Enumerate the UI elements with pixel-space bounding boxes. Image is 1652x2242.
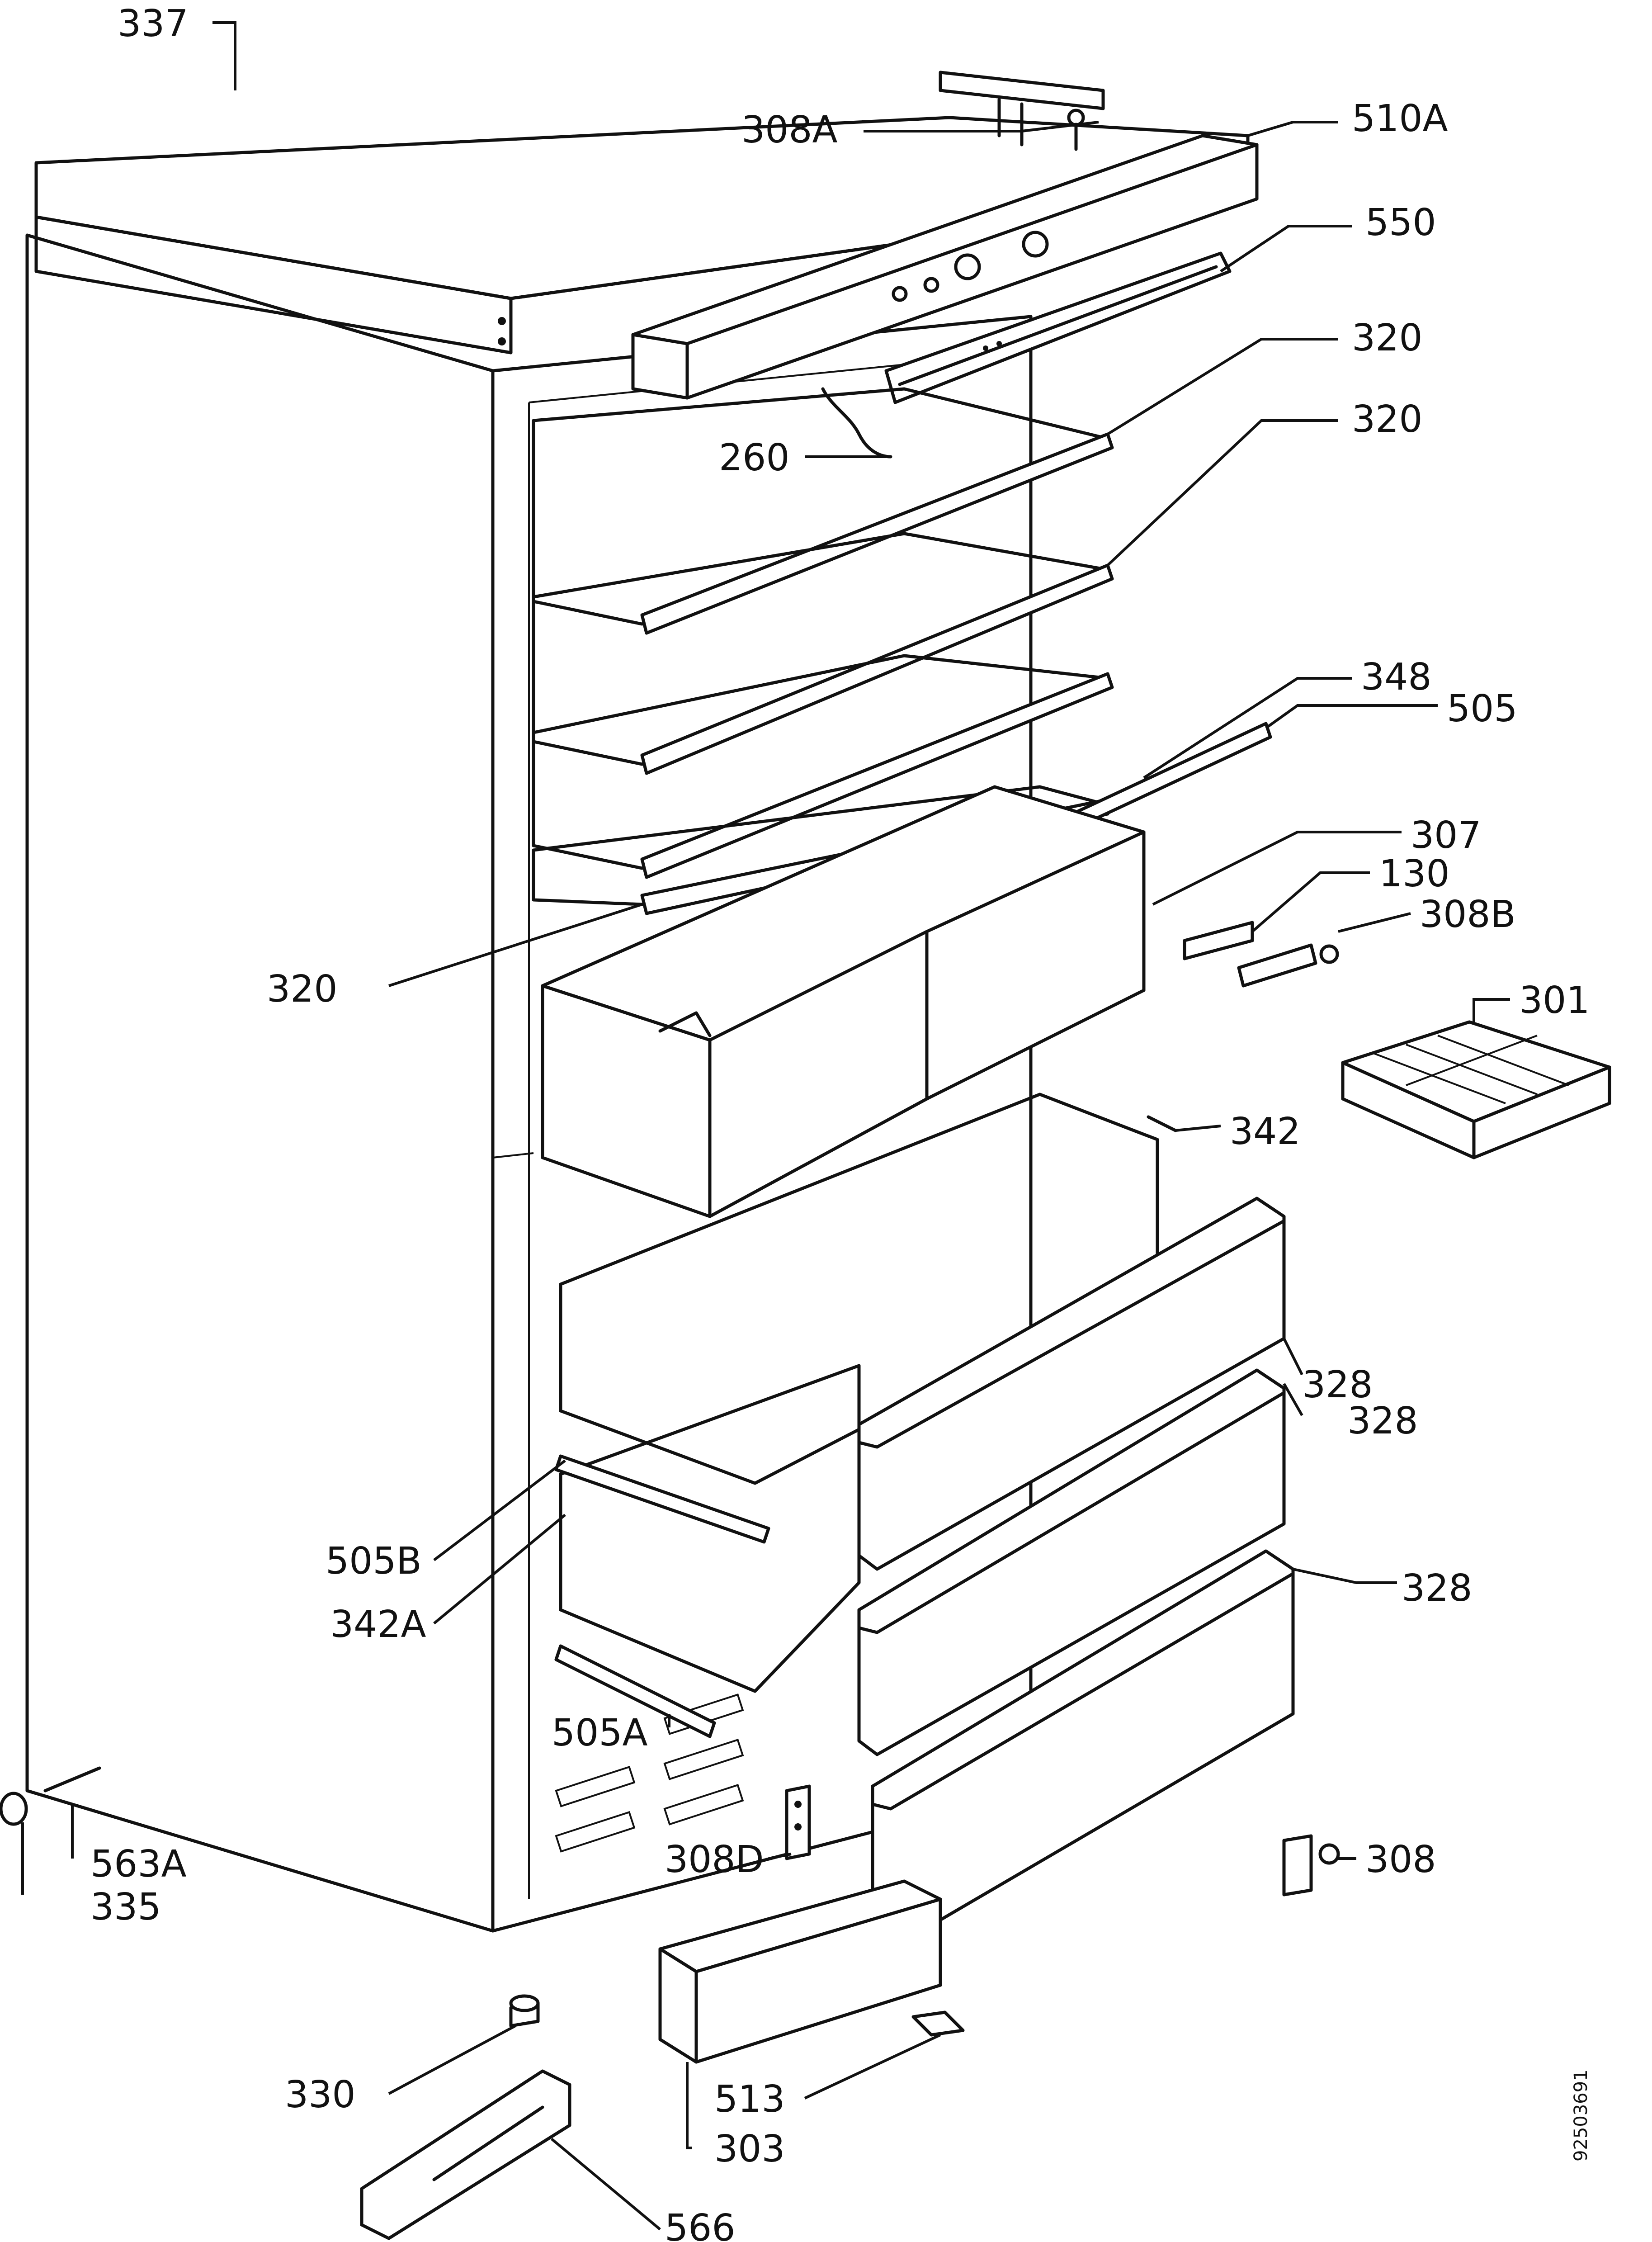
label-566: 566 bbox=[665, 2207, 736, 2242]
slide-rail-upper bbox=[554, 1454, 770, 1544]
light-cover bbox=[884, 251, 1232, 404]
label-308d: 308D bbox=[665, 1838, 764, 1881]
label-130: 130 bbox=[1379, 852, 1450, 895]
adjustable-foot bbox=[0, 1792, 28, 1826]
ice-tray bbox=[1341, 1020, 1611, 1159]
label-330: 330 bbox=[285, 2073, 356, 2116]
part-labels: 337 308A 510A 550 320 320 260 348 505 30… bbox=[90, 2, 1591, 2242]
wire-basket-lower bbox=[559, 1364, 861, 1693]
label-303: 303 bbox=[714, 2128, 785, 2171]
label-335: 335 bbox=[90, 1886, 161, 1929]
label-342: 342 bbox=[1230, 1110, 1301, 1153]
freezer-drawers bbox=[541, 785, 1146, 1218]
drawer-fronts bbox=[857, 1197, 1295, 1951]
lower-hinge-right bbox=[1282, 1834, 1340, 1897]
label-308b: 308B bbox=[1420, 893, 1516, 936]
label-308a: 308A bbox=[741, 109, 838, 151]
plinth-panel bbox=[658, 1879, 942, 2064]
lower-hinge-left bbox=[785, 1784, 811, 1860]
label-308: 308 bbox=[1365, 1838, 1436, 1881]
label-342a: 342A bbox=[330, 1603, 426, 1646]
clip bbox=[911, 2010, 965, 2037]
label-510a: 510A bbox=[1352, 97, 1448, 140]
label-337: 337 bbox=[118, 2, 189, 45]
label-301: 301 bbox=[1519, 979, 1590, 1022]
label-505a: 505A bbox=[552, 1712, 648, 1755]
bottom-bracket bbox=[360, 2069, 571, 2240]
label-328-top: 328 bbox=[1302, 1363, 1373, 1406]
label-348: 348 bbox=[1361, 656, 1432, 699]
label-505b: 505B bbox=[326, 1540, 422, 1583]
screw bbox=[509, 1994, 540, 2028]
top-hinge bbox=[939, 71, 1105, 151]
control-panel bbox=[631, 134, 1259, 400]
label-328-middle: 328 bbox=[1347, 1400, 1418, 1443]
cabinet-body bbox=[25, 233, 1033, 1933]
leader-lines bbox=[21, 21, 1510, 2231]
label-320-lower: 320 bbox=[267, 968, 338, 1011]
label-328-bottom: 328 bbox=[1402, 1567, 1473, 1610]
thermostat-probe bbox=[821, 387, 892, 459]
label-307: 307 bbox=[1411, 814, 1482, 857]
label-513: 513 bbox=[714, 2078, 785, 2121]
label-550: 550 bbox=[1365, 201, 1436, 244]
label-505: 505 bbox=[1447, 687, 1518, 730]
label-563a: 563A bbox=[90, 1843, 187, 1886]
label-320-second: 320 bbox=[1352, 398, 1423, 441]
foot-pin bbox=[43, 1766, 101, 1793]
door-bracket bbox=[1183, 921, 1339, 988]
label-260: 260 bbox=[719, 436, 790, 479]
label-320-top: 320 bbox=[1352, 317, 1423, 359]
serial-number: 92503691 bbox=[1571, 2069, 1591, 2162]
slide-rail-lower bbox=[554, 1644, 716, 1738]
